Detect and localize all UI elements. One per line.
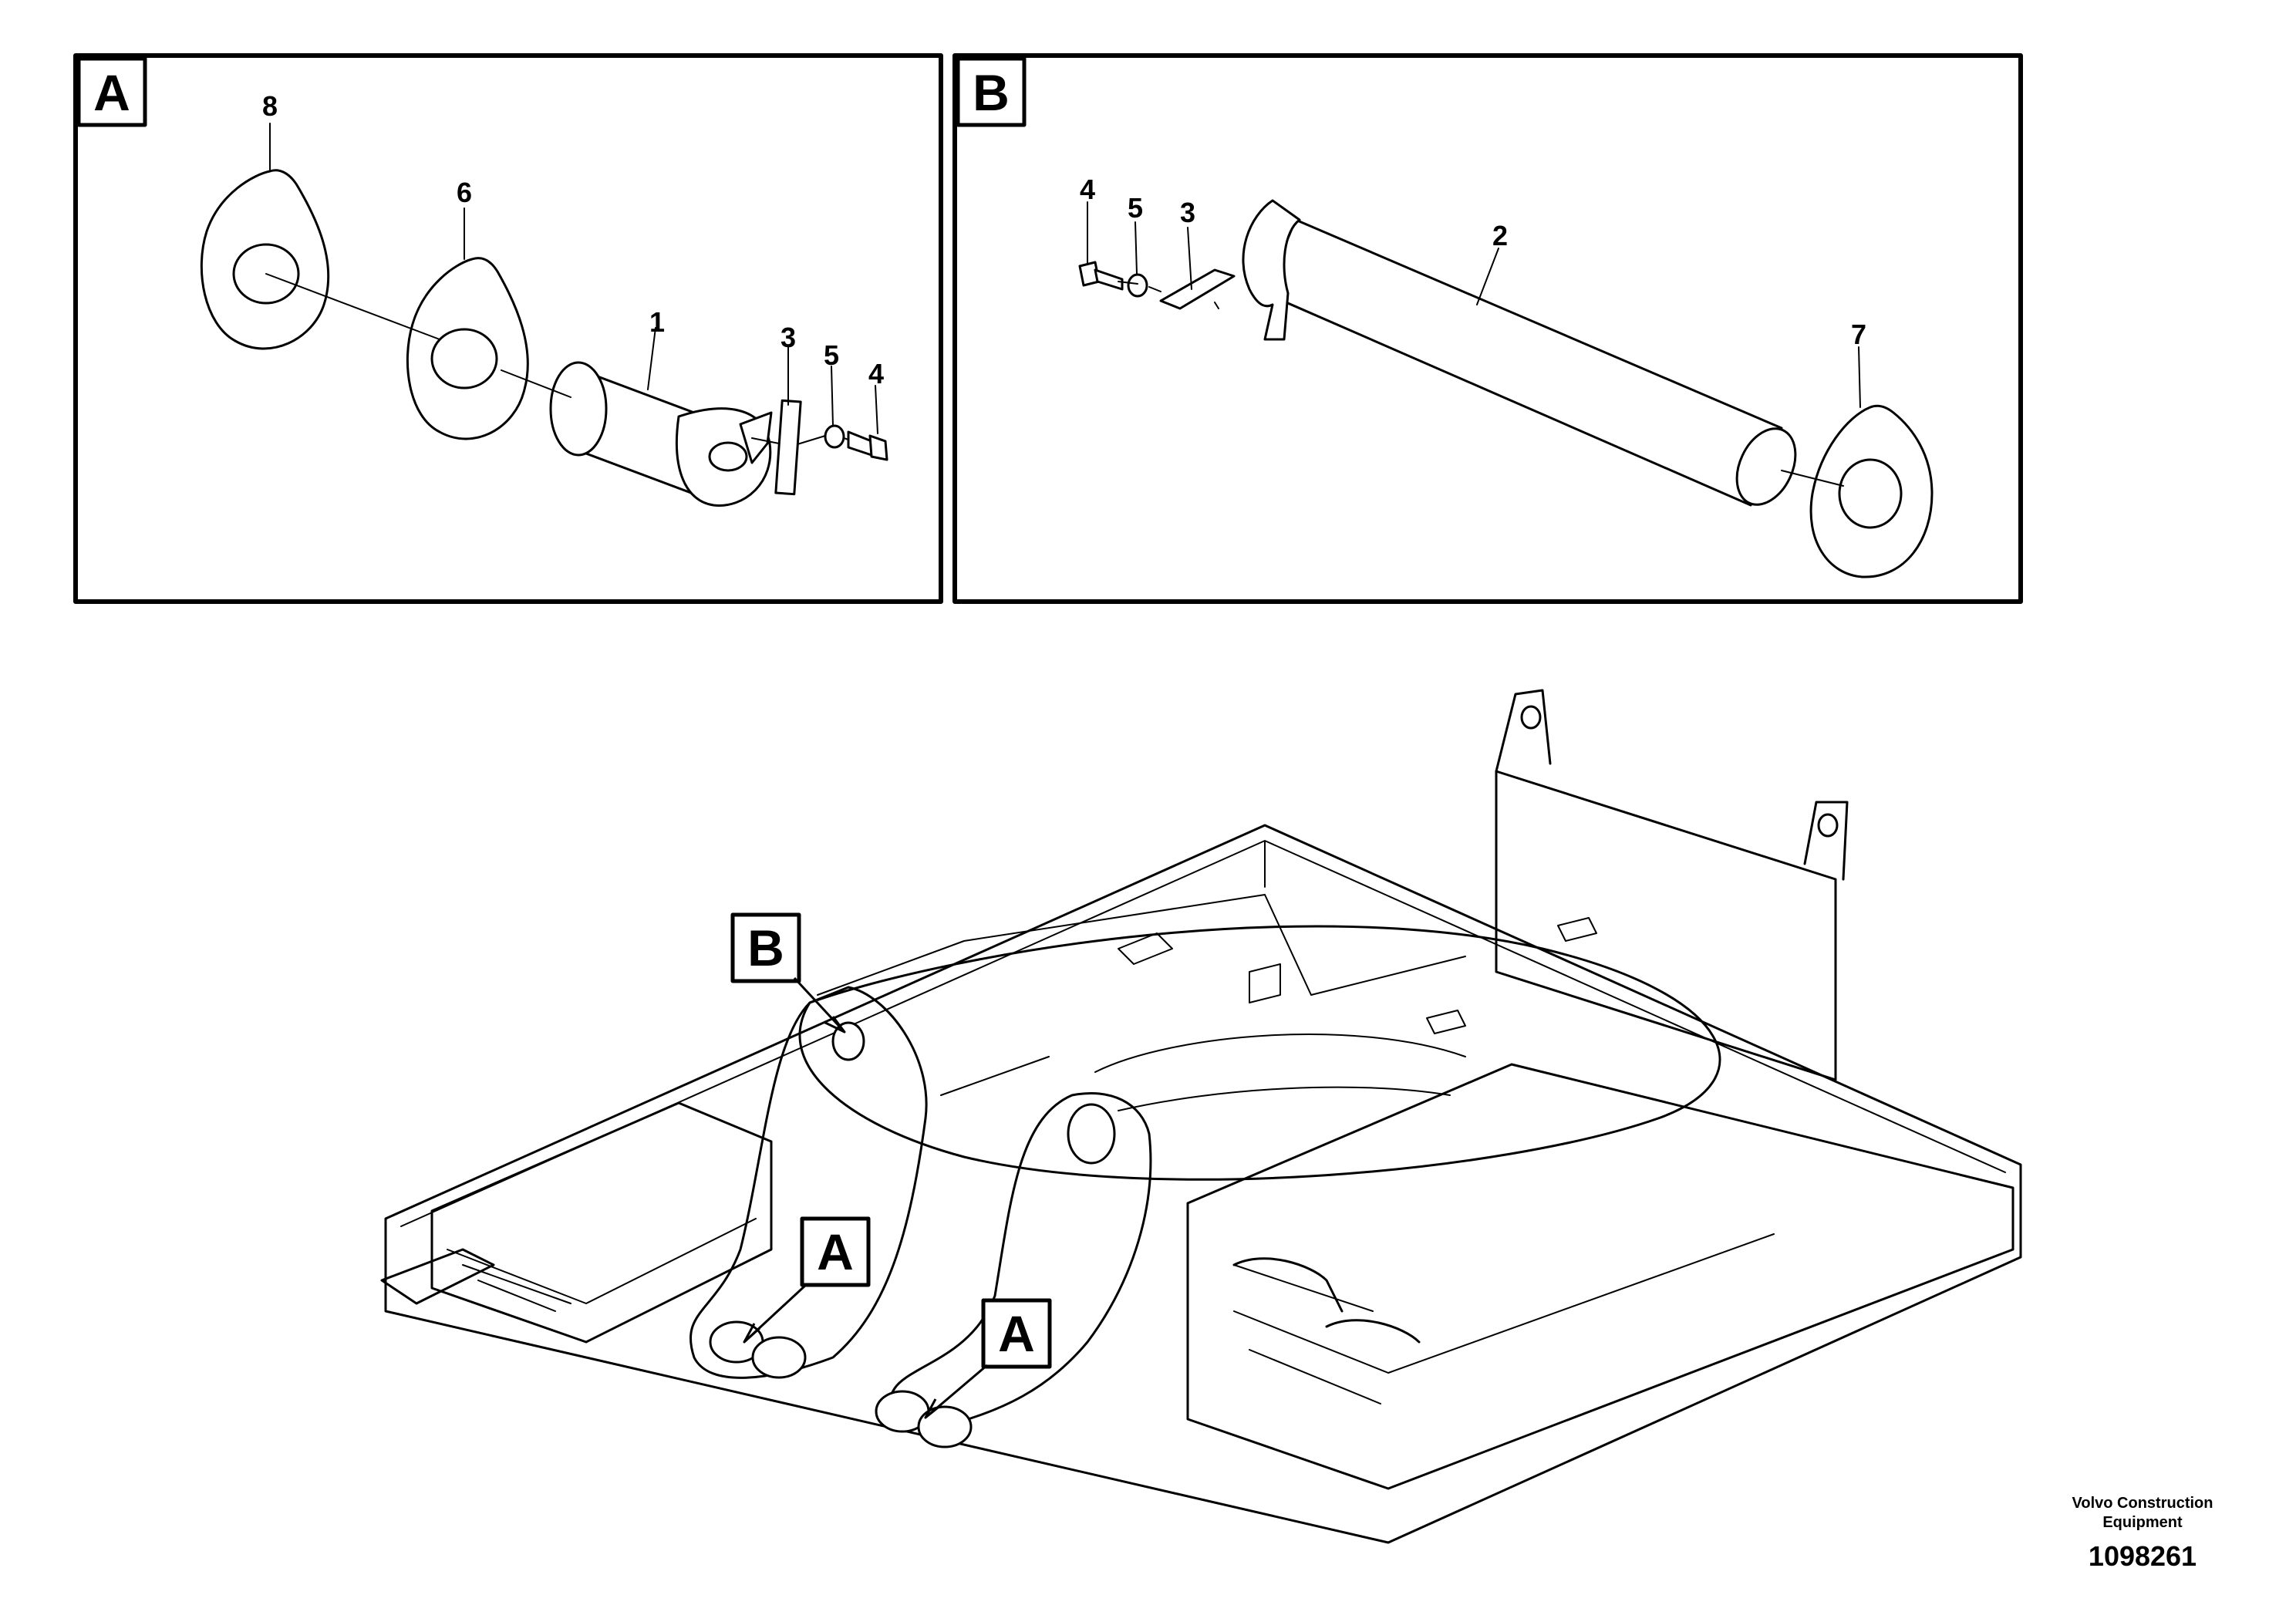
callout-b-7: 7 — [1851, 319, 1866, 350]
boom-pin-boss-2 — [751, 1336, 807, 1379]
leader-lines-b — [1087, 201, 1861, 408]
washer-5-icon — [824, 424, 845, 449]
callout-5: 5 — [824, 339, 839, 371]
boom-upper-pin-hole — [831, 1021, 865, 1061]
washer-8-icon — [200, 169, 330, 350]
left-deck — [430, 1101, 773, 1344]
panel-b-letter-box — [956, 56, 1027, 127]
callout-4: 4 — [868, 358, 884, 389]
leader-lines-a — [269, 123, 878, 434]
boom-foot-plate-left — [689, 986, 928, 1379]
washer-6-icon — [406, 257, 529, 440]
washer-7-icon — [1809, 404, 1934, 578]
plate-3-icon — [774, 399, 802, 496]
marker-b-letter: B — [747, 919, 784, 976]
panel-a-letter-box — [76, 56, 147, 127]
callout-6: 6 — [457, 177, 472, 208]
bolt-4-icon — [847, 430, 888, 461]
company-name-line1: Volvo Construction — [2072, 1495, 2213, 1512]
boom-pin-boss-4 — [917, 1405, 973, 1448]
marker-a1-callout: A — [743, 1216, 871, 1344]
assembly-axis-line-a — [265, 273, 849, 445]
rear-counterweight-mount — [1495, 770, 1837, 1081]
callout-3: 3 — [781, 322, 796, 353]
right-deck — [1186, 1063, 2014, 1490]
boom-pin-hole-right — [1067, 1103, 1116, 1165]
callout-b-2: 2 — [1492, 220, 1508, 251]
upper-frame-assembly-view — [380, 689, 2022, 1544]
callout-b-4: 4 — [1080, 174, 1095, 205]
callout-b-5: 5 — [1128, 192, 1143, 224]
callout-b-3: 3 — [1180, 197, 1195, 228]
frame-swing-outline — [798, 925, 1721, 1181]
shaft-2-icon — [1242, 199, 1797, 507]
panel-b-letter: B — [973, 64, 1010, 121]
assembly-axis-line-b — [1118, 281, 1844, 487]
drawing-number: 1098261 — [2089, 1540, 2197, 1572]
detail-panel-b: B 4 5 3 2 7 — [952, 53, 2023, 604]
marker-b-callout: B — [730, 912, 846, 1034]
bolt-4b-icon — [1078, 261, 1124, 291]
pin-1-icon — [549, 361, 773, 507]
callout-1: 1 — [649, 306, 665, 338]
step-grate-icon — [380, 1248, 495, 1305]
detail-panel-a: A 8 6 1 — [73, 53, 943, 604]
washer-5b-icon — [1127, 273, 1148, 298]
marker-a1-letter: A — [817, 1223, 854, 1280]
marker-a2-letter: A — [998, 1305, 1035, 1362]
frame-base-outline — [384, 824, 2022, 1544]
plate-3b-icon — [1159, 268, 1236, 310]
marker-a2-callout: A — [924, 1298, 1052, 1419]
panel-a-letter: A — [93, 64, 130, 121]
company-name-line2: Equipment — [2102, 1514, 2183, 1531]
callout-8: 8 — [262, 90, 278, 122]
